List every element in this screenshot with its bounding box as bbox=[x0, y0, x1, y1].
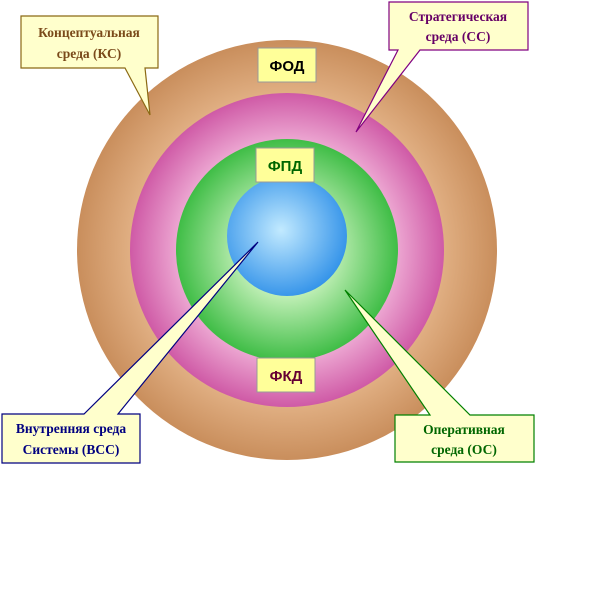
badge-fkd-label: ФКД bbox=[270, 368, 303, 385]
badge-fpd-box bbox=[255, 147, 315, 183]
callout-conceptual: Концептуальная среда (КС) bbox=[20, 15, 159, 116]
ring-internal bbox=[227, 176, 347, 296]
callout-operative-shape bbox=[344, 289, 535, 463]
callout-strategic-line1: Стратегическая bbox=[409, 9, 507, 24]
callout-operative: Оперативная среда (ОС) bbox=[344, 289, 535, 463]
callout-internal: Внутренняя среда Системы (ВСС) bbox=[1, 241, 259, 464]
badge-fkd: ФКД bbox=[256, 357, 316, 393]
callout-strategic-line2: среда (СС) bbox=[426, 29, 491, 44]
badge-fkd-box bbox=[256, 357, 316, 393]
badge-fod: ФОД bbox=[257, 47, 317, 83]
callout-conceptual-shape bbox=[20, 15, 159, 116]
callout-strategic-shape bbox=[355, 1, 529, 133]
callout-strategic: Стратегическая среда (СС) bbox=[355, 1, 529, 133]
badge-fpd: ФПД bbox=[255, 147, 315, 183]
badge-fod-label: ФОД bbox=[270, 58, 305, 75]
callout-internal-line2: Системы (ВСС) bbox=[23, 442, 120, 457]
badge-fpd-label: ФПД bbox=[268, 158, 303, 175]
callout-operative-line1: Оперативная bbox=[423, 422, 505, 437]
callout-internal-shape bbox=[1, 241, 259, 464]
callout-internal-line1: Внутренняя среда bbox=[16, 421, 127, 436]
badge-fod-box bbox=[257, 47, 317, 83]
callout-operative-line2: среда (ОС) bbox=[431, 442, 497, 457]
callout-conceptual-line2: среда (КС) bbox=[57, 46, 121, 61]
callout-conceptual-line1: Концептуальная bbox=[38, 25, 140, 40]
